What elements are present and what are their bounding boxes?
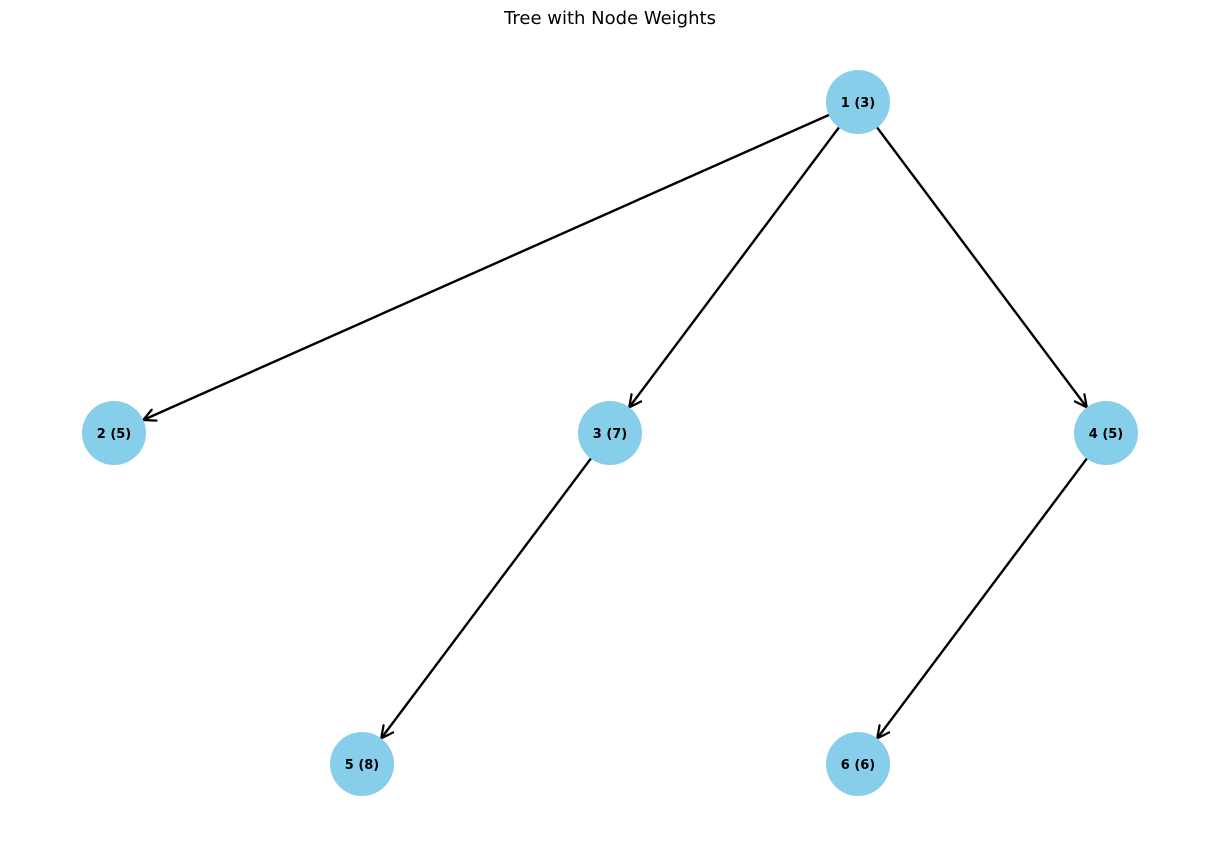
node-circle-5 [330, 732, 394, 796]
node-6: 6 (6) [826, 732, 890, 796]
node-label-2: 2 (5) [97, 427, 132, 442]
node-4: 4 (5) [1074, 401, 1138, 465]
edge-1-to-2 [143, 113, 831, 420]
node-circle-2 [82, 401, 146, 465]
node-1: 1 (3) [826, 70, 890, 134]
edge-4-to-6 [877, 457, 1089, 739]
node-label-3: 3 (7) [593, 427, 628, 442]
diagram-title: Tree with Node Weights [504, 8, 716, 29]
edge-1-to-3 [629, 126, 841, 408]
node-circle-6 [826, 732, 890, 796]
node-label-5: 5 (8) [345, 758, 380, 773]
node-label-4: 4 (5) [1089, 427, 1124, 442]
node-circle-1 [826, 70, 890, 134]
edge-3-to-5 [381, 457, 593, 739]
node-circle-4 [1074, 401, 1138, 465]
node-label-6: 6 (6) [841, 758, 876, 773]
node-3: 3 (7) [578, 401, 642, 465]
node-circle-3 [578, 401, 642, 465]
edge-1-to-4 [875, 126, 1087, 408]
edges-layer [143, 113, 1089, 739]
node-2: 2 (5) [82, 401, 146, 465]
nodes-layer: 1 (3) 2 (5) 3 (7) 4 (5) 5 (8) 6 (6) [82, 70, 1138, 796]
node-label-1: 1 (3) [841, 96, 876, 111]
node-5: 5 (8) [330, 732, 394, 796]
